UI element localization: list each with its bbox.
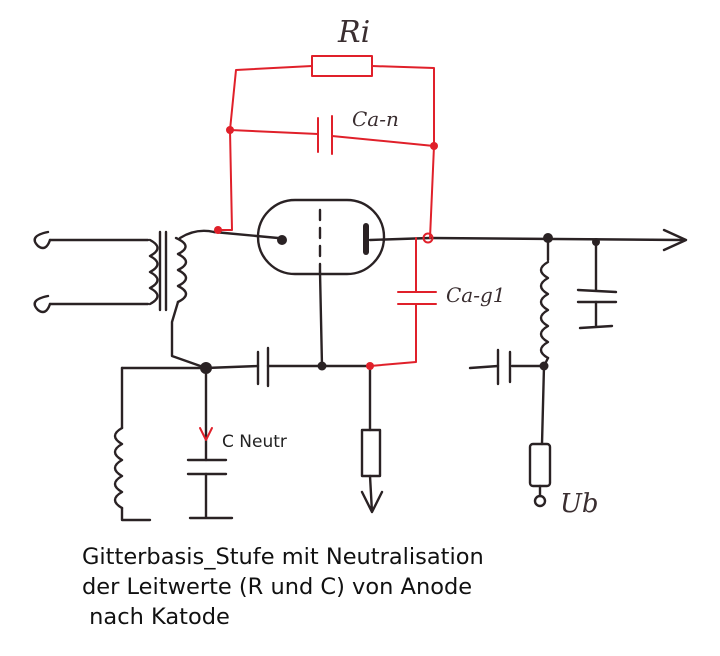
c-a-g1-capacitor: [397, 291, 437, 305]
cathode-dot: [277, 235, 287, 245]
label-ri: Ri: [337, 15, 370, 50]
label-ub: Ub: [560, 489, 599, 519]
grid-bus: [120, 346, 372, 388]
bypass-capacitor: [496, 348, 512, 386]
neutralisation-network: [214, 55, 438, 370]
output-capacitor: [576, 240, 618, 330]
c-neutr-capacitor: [186, 372, 234, 520]
input-terminals: [33, 230, 150, 314]
input-transformer: [148, 229, 216, 370]
caption-line-2: der Leitwerte (R und C) von Anode: [82, 574, 473, 600]
label-c-a-n: Ca-n: [352, 107, 399, 131]
caption-line-3: nach Katode: [82, 604, 230, 630]
electron-tube: [212, 198, 432, 368]
label-c-a-g1: Ca-g1: [446, 283, 506, 307]
coupling-capacitor: [256, 346, 270, 388]
cathode-resistor: [360, 364, 384, 514]
anode-choke: [468, 236, 552, 508]
left-choke: [113, 366, 152, 522]
anode-output: [428, 228, 688, 252]
c-a-n-capacitor: [317, 115, 333, 155]
caption-line-1: Gitterbasis_Stufe mit Neutralisation: [82, 544, 484, 570]
label-c-neutr: C Neutr: [222, 432, 287, 452]
